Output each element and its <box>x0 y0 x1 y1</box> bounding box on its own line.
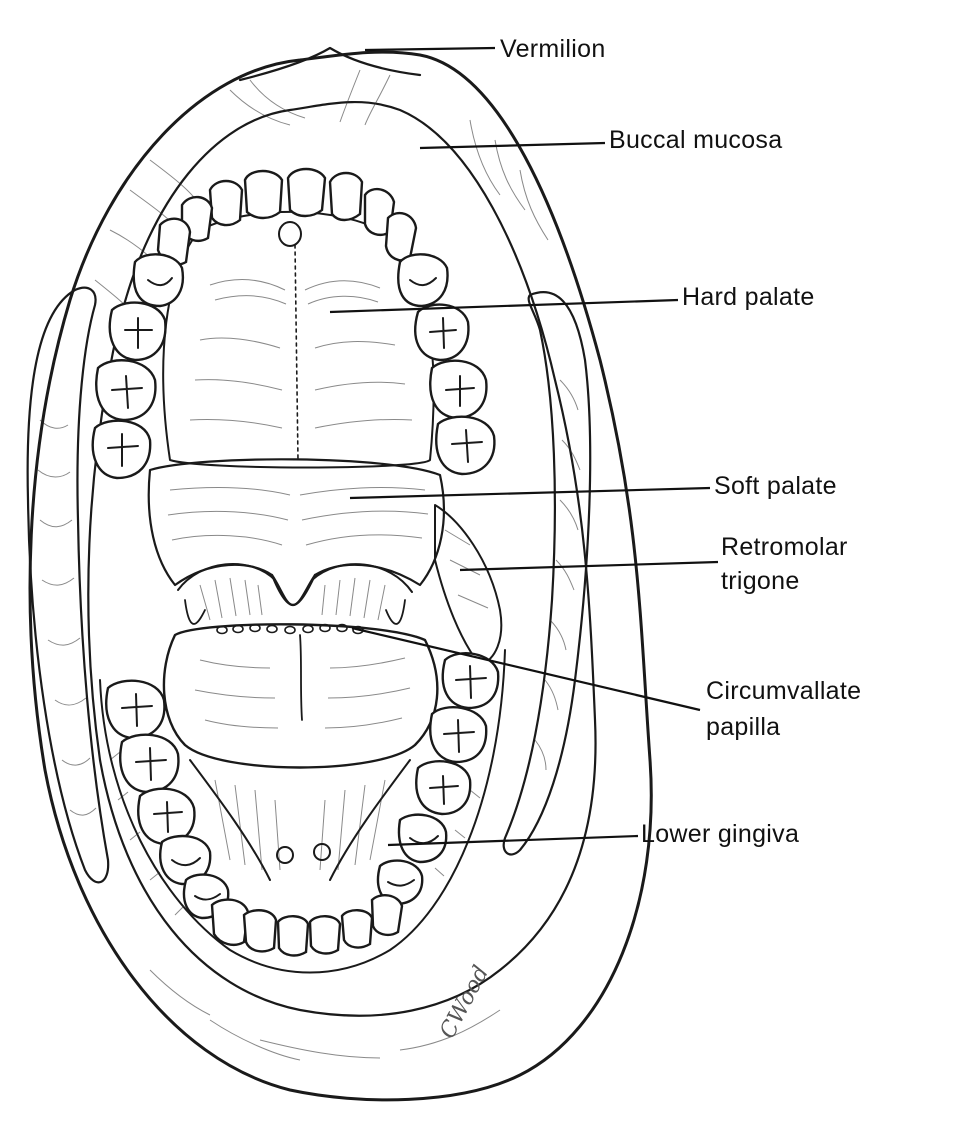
lower-teeth <box>105 652 500 957</box>
label-retromolar-trigone-line1: Retromolar <box>721 533 848 561</box>
buccal-mucosa-left <box>26 286 110 884</box>
buccal-mucosa-right <box>502 291 592 856</box>
label-lower-gingiva: Lower gingiva <box>641 820 799 848</box>
tongue <box>162 623 439 769</box>
label-circumvallate-papilla-line1: Circumvallate <box>706 677 861 705</box>
leader-lower-gingiva <box>387 834 639 847</box>
oropharynx <box>177 563 413 625</box>
soft-palate <box>147 458 446 607</box>
leader-vermilion <box>364 46 496 52</box>
label-vermilion: Vermilion <box>500 35 606 63</box>
floor-of-mouth <box>189 759 411 881</box>
leader-retromolar-trigone <box>459 560 719 572</box>
circumvallate-papillae <box>216 623 364 635</box>
label-circumvallate-papilla-line2: papilla <box>706 713 780 741</box>
leader-hard-palate <box>329 298 679 314</box>
leader-circumvallate-papilla <box>351 626 701 712</box>
label-soft-palate: Soft palate <box>714 472 837 500</box>
leader-soft-palate <box>349 486 711 500</box>
label-hard-palate: Hard palate <box>682 283 815 311</box>
leader-buccal-mucosa <box>419 141 606 150</box>
lower-gingiva <box>99 649 506 974</box>
label-buccal-mucosa: Buccal mucosa <box>609 126 782 154</box>
upper-teeth <box>91 167 496 480</box>
label-retromolar-trigone-line2: trigone <box>721 567 800 595</box>
retromolar-trigone <box>434 504 503 666</box>
labels: Vermilion Buccal mucosa Hard palate Soft… <box>500 35 861 848</box>
leader-lines <box>329 46 719 847</box>
lip-hatching <box>94 69 549 1061</box>
